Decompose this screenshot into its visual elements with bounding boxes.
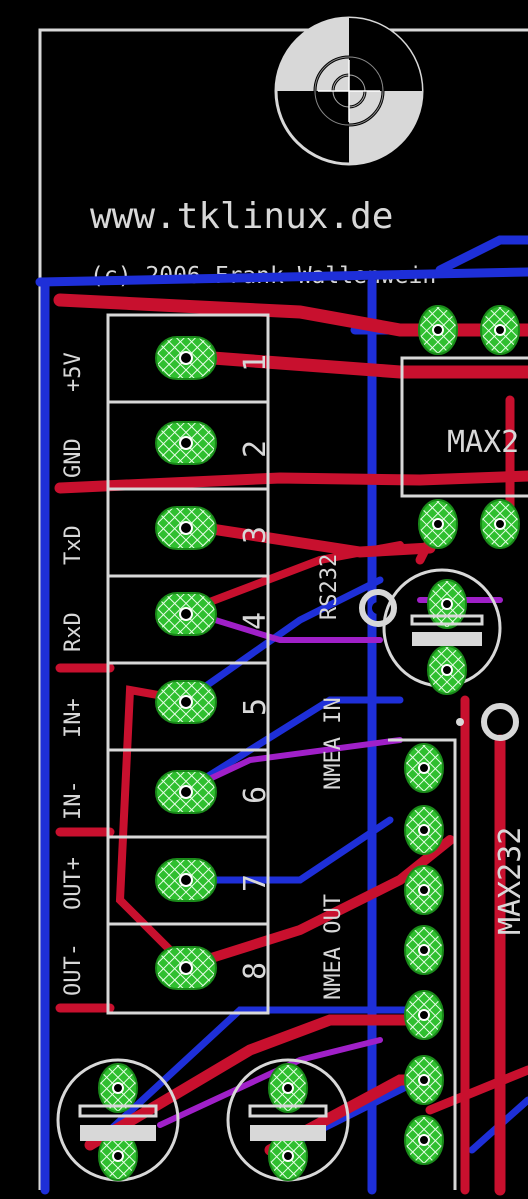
signal-label-in-minus: IN- (61, 780, 86, 820)
signal-label-out-minus: OUT- (61, 943, 86, 996)
capacitor-bottom-middle (226, 1058, 350, 1182)
mounting-hole (274, 16, 424, 166)
top-copper-traces (53, 293, 528, 1196)
pad-3 (155, 506, 217, 550)
pad-1 (155, 336, 217, 380)
pin-number-3: 3 (238, 526, 273, 544)
max232-chip-top: MAX2 (400, 305, 528, 549)
nmea-in-label: NMEA IN (321, 697, 346, 790)
pin-number-7: 7 (238, 874, 273, 892)
signal-label-5v: +5V (61, 352, 86, 392)
pin-number-1: 1 (238, 354, 273, 372)
signal-label-rxd: RxD (61, 612, 86, 652)
terminal-block-outline (106, 313, 270, 1015)
pin-numbers: 1 2 3 4 5 6 7 8 (238, 354, 273, 980)
pad-4 (155, 592, 217, 636)
nmea-out-label: NMEA OUT (321, 894, 346, 1000)
signal-label-gnd: GND (61, 438, 86, 478)
capacitor-bottom-left (56, 1058, 180, 1182)
vias (359, 589, 519, 741)
pin-number-2: 2 (238, 440, 273, 458)
pad-6 (155, 770, 217, 814)
pin-number-4: 4 (238, 612, 273, 630)
pad-7 (155, 858, 217, 902)
pin-number-8: 8 (238, 962, 273, 980)
capacitor-right (382, 568, 502, 695)
pin-number-5: 5 (238, 698, 273, 716)
rs232-label: RS232 (317, 554, 342, 620)
signal-labels: +5V GND TxD RxD IN+ IN- OUT+ OUT- (61, 352, 86, 996)
chip-label-side: MAX232 (493, 827, 528, 935)
signal-label-in-plus: IN+ (61, 698, 86, 738)
max232-chip-side: MAX232 (388, 738, 528, 1190)
pad-5 (155, 680, 217, 724)
website-text: www.tklinux.de (90, 196, 393, 237)
chip-label-top: MAX2 (447, 425, 519, 460)
signal-label-txd: TxD (61, 525, 86, 565)
pin-number-6: 6 (238, 786, 273, 804)
pad-2 (155, 421, 217, 465)
signal-label-out-plus: OUT+ (61, 857, 86, 910)
pad-8 (155, 946, 217, 990)
